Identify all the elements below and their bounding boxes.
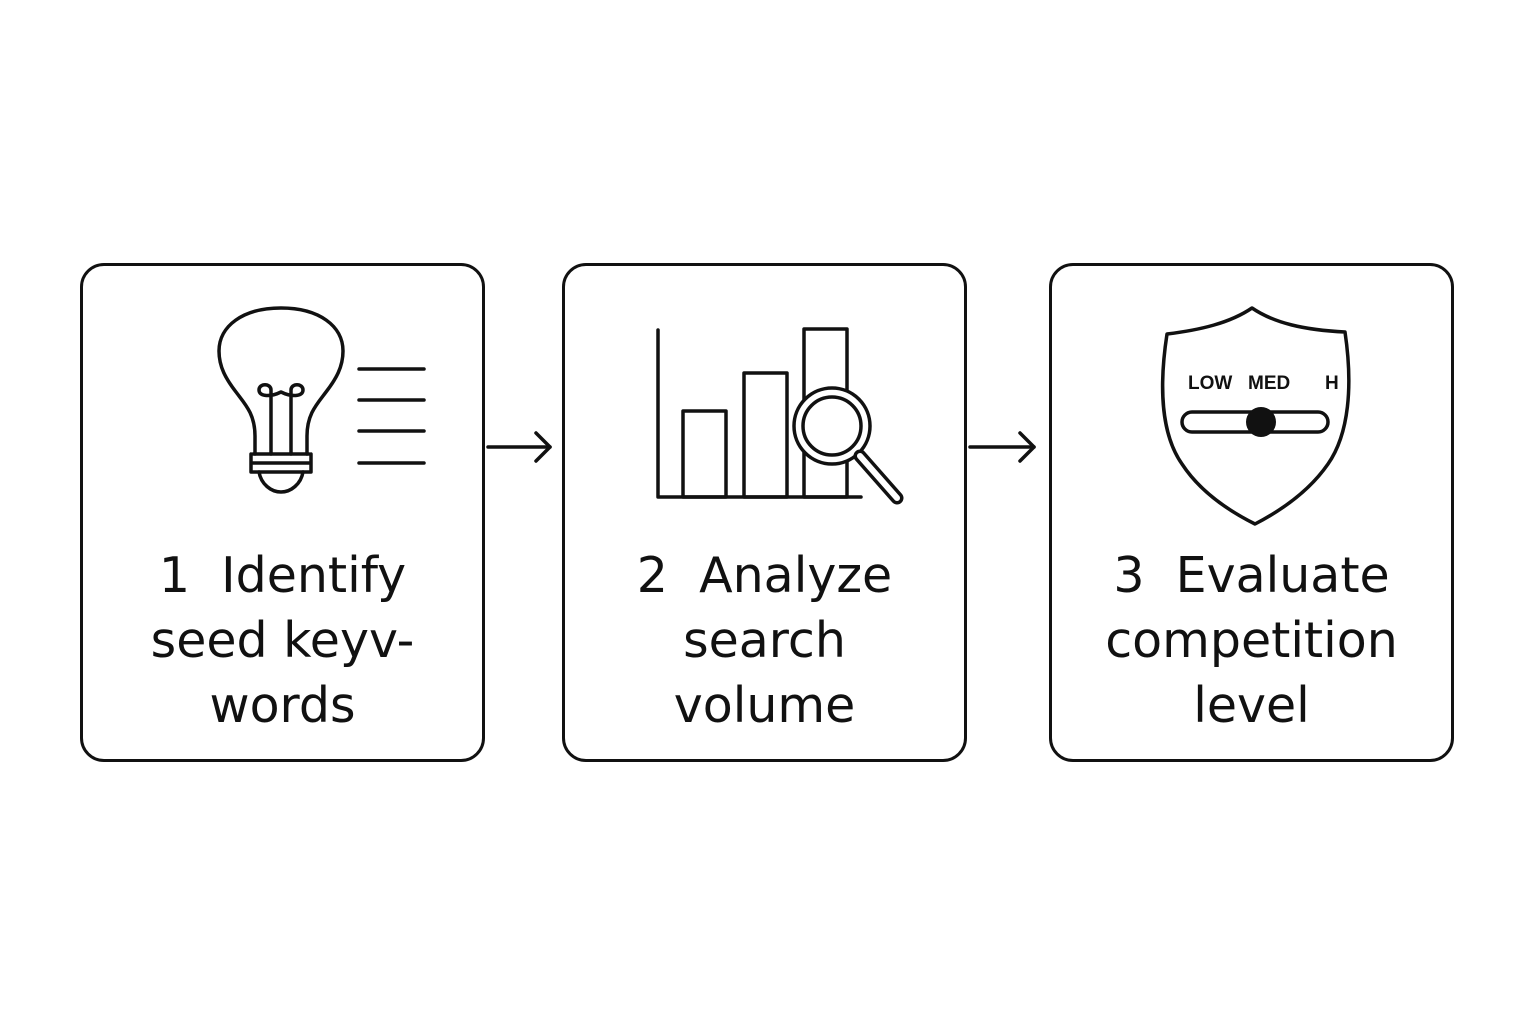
shield-gauge-icon: LOW MED H	[1160, 306, 1351, 526]
step-3-label-line-1: 3 Evaluate	[1113, 547, 1390, 604]
step-3-label-line-3: level	[1193, 677, 1310, 734]
step-1-label-line-3: words	[209, 677, 356, 734]
step-card-3: LOW MED H 3 Evaluate competition level	[1049, 263, 1454, 762]
step-3-label: 3 Evaluate competition level	[1052, 543, 1451, 738]
arrow-right-icon	[968, 431, 1036, 463]
step-card-1: 1 Identify seed keyv- words	[80, 263, 485, 762]
step-2-label-line-1: 2 Analyze	[636, 547, 893, 604]
step-2-label-line-2: search	[683, 612, 846, 669]
step-2-label: 2 Analyze search volume	[565, 543, 964, 738]
step-card-2: 2 Analyze search volume	[562, 263, 967, 762]
step-2-label-line-3: volume	[673, 677, 856, 734]
bar-chart-magnifier-icon	[656, 327, 904, 505]
gauge-label-high: H	[1325, 373, 1339, 394]
step-1-label-line-2: seed keyv-	[150, 612, 415, 669]
lightbulb-with-list-icon	[217, 306, 426, 494]
gauge-label-med: MED	[1248, 373, 1290, 394]
step-3-label-line-2: competition	[1105, 612, 1398, 669]
step-1-label: 1 Identify seed keyv- words	[83, 543, 482, 738]
gauge-knob	[1246, 407, 1276, 437]
gauge-label-low: LOW	[1188, 373, 1232, 394]
arrow-right-icon	[486, 431, 552, 463]
step-1-label-line-1: 1 Identify	[158, 547, 407, 604]
